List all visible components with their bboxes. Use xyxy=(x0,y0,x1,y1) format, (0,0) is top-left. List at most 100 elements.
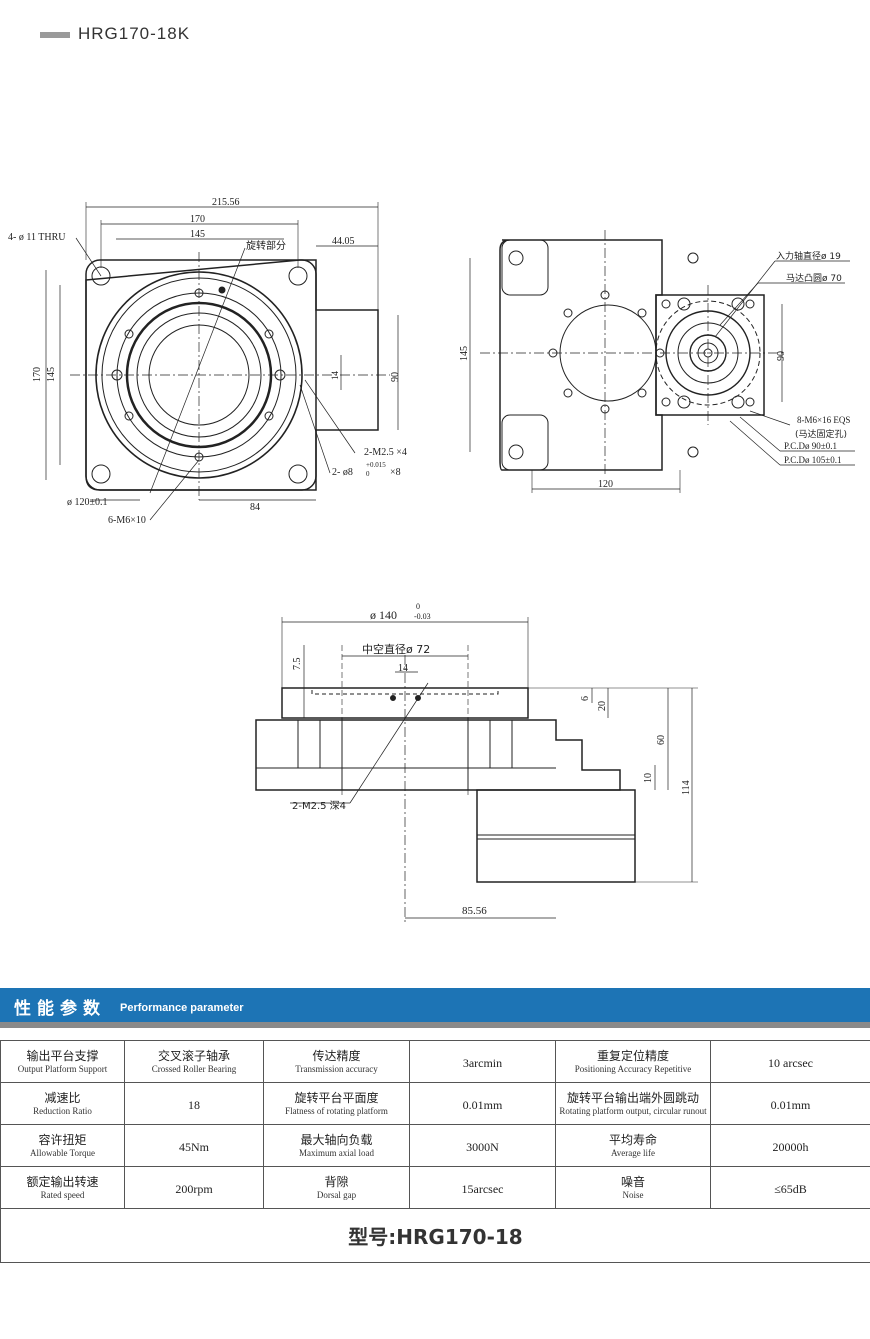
callout-pin-tol-dn: 0 xyxy=(366,470,370,478)
spec-value-cell: 45Nm xyxy=(124,1124,264,1167)
spec-value-cell: 3000N xyxy=(409,1124,556,1167)
spec-name-cn: 最大轴向负载 xyxy=(300,1133,373,1147)
dim-14: 14 xyxy=(330,371,340,381)
spec-name-cn: 重复定位精度 xyxy=(596,1049,669,1063)
spec-name-en: Noise xyxy=(622,1190,644,1200)
spec-name-cn: 旋转平台输出端外圆跳动 xyxy=(566,1091,699,1105)
callout-dia120: ø 120±0.1 xyxy=(67,497,108,508)
section-tol-up: 0 xyxy=(416,602,420,611)
side-hole xyxy=(687,446,699,458)
spec-name-en: Positioning Accuracy Repetitive xyxy=(574,1064,692,1074)
section-dim-6: 6 xyxy=(580,696,591,701)
model-label: 型号:HRG170-18 xyxy=(348,1225,523,1249)
corner-hole-br xyxy=(288,464,308,484)
spec-value: 3000N xyxy=(466,1140,499,1154)
callout-pin-count: ×8 xyxy=(390,467,401,478)
callout-motor-boss: 马达凸圆ø 70 xyxy=(786,272,842,284)
spec-name-en: Maximum axial load xyxy=(299,1148,374,1158)
section-motor xyxy=(476,789,636,883)
spec-name-en: Output Platform Support xyxy=(17,1064,108,1074)
callout-m25: 2-M2.5 ×4 xyxy=(364,447,407,458)
callout-bolts-note: (马达固定孔) xyxy=(795,428,847,440)
spec-value: 0.01mm xyxy=(462,1098,503,1112)
bolt-hole xyxy=(264,329,274,339)
corner-hole-bl xyxy=(91,464,111,484)
spec-name-cn: 减速比 xyxy=(44,1091,81,1105)
spec-name-en: Transmission accuracy xyxy=(295,1064,378,1074)
dim-170-top: 170 xyxy=(190,214,205,225)
dim-145-left: 145 xyxy=(46,367,57,382)
spec-value: 3arcmin xyxy=(462,1056,503,1070)
spec-name-en: Dorsal gap xyxy=(316,1190,357,1200)
spec-value: 10 arcsec xyxy=(768,1056,813,1070)
spec-name-cn: 额定输出转速 xyxy=(26,1175,99,1189)
side-hole xyxy=(508,444,524,460)
spec-value-cell: 0.01mm xyxy=(409,1082,556,1125)
header-accent-bar xyxy=(40,32,70,38)
side-body-outline xyxy=(499,239,663,471)
dim-170-left: 170 xyxy=(32,367,43,382)
corner-hole-tr xyxy=(288,266,308,286)
performance-title-en: Performance parameter xyxy=(120,1002,244,1014)
section-m25: 2-M2.5 深4 xyxy=(292,800,346,812)
spec-value-cell: 20000h xyxy=(710,1124,870,1167)
spec-value: 18 xyxy=(188,1098,200,1112)
spec-name-cn: 输出平台支撑 xyxy=(26,1049,99,1063)
dim-84: 84 xyxy=(250,502,260,513)
section-dim-85-56: 85.56 xyxy=(462,905,487,917)
section-dim-60: 60 xyxy=(656,735,667,745)
callout-pin-tol-up: +0.015 xyxy=(366,461,386,469)
spec-value: ≤65dB xyxy=(774,1182,807,1196)
side-dim-120: 120 xyxy=(598,479,613,490)
bolt-hole xyxy=(264,411,274,421)
side-dim-90: 90 xyxy=(776,351,787,361)
spec-name-cn: 噪音 xyxy=(620,1175,645,1189)
side-view-drawing: 145 90 120 入力轴直径ø 19 马达凸圆ø 70 8-M6×16 EQ… xyxy=(459,230,855,493)
spec-value-cell: 15arcsec xyxy=(409,1166,556,1209)
callout-bolts: 8-M6×16 EQS xyxy=(797,415,850,425)
marker-dot xyxy=(218,286,226,294)
spec-value: 200rpm xyxy=(175,1182,213,1196)
spec-value-cell: ≤65dB xyxy=(710,1166,870,1209)
side-dim-145: 145 xyxy=(459,346,470,361)
callout-pin: 2- ø8 xyxy=(332,467,353,478)
front-housing xyxy=(85,259,317,491)
spec-name-cn: 容许扭矩 xyxy=(38,1133,87,1147)
spec-name-en: Allowable Torque xyxy=(30,1148,95,1158)
spec-value-cell: 3arcmin xyxy=(409,1040,556,1083)
spec-value-cell: 18 xyxy=(124,1082,264,1125)
spec-name-en: Flatness of rotating platform xyxy=(285,1106,388,1116)
spec-name-en: Crossed Roller Bearing xyxy=(151,1064,237,1074)
spec-value-cell: 10 arcsec xyxy=(710,1040,870,1083)
dim-44-05: 44.05 xyxy=(332,236,355,247)
spec-name-cn: 平均寿命 xyxy=(608,1133,657,1147)
front-view-drawing: 215.56 170 145 44.05 170 145 90 14 84 4-… xyxy=(8,197,407,526)
callout-rotating: 旋转部分 xyxy=(246,239,286,252)
callout-pcd105: P.C.Dø 105±0.1 xyxy=(784,455,841,465)
model-cell: 型号:HRG170-18 xyxy=(0,1208,870,1263)
spec-name-cn: 传达精度 xyxy=(312,1049,361,1063)
side-hole xyxy=(508,250,524,266)
spec-name-en: Reduction Ratio xyxy=(33,1106,92,1116)
performance-banner-stripe xyxy=(0,1022,870,1028)
spec-value: 15arcsec xyxy=(461,1182,504,1196)
dim-90: 90 xyxy=(390,372,401,382)
section-dim-10: 10 xyxy=(643,773,654,783)
bolt-hole xyxy=(124,411,134,421)
spec-name-en: Rated speed xyxy=(40,1190,85,1200)
